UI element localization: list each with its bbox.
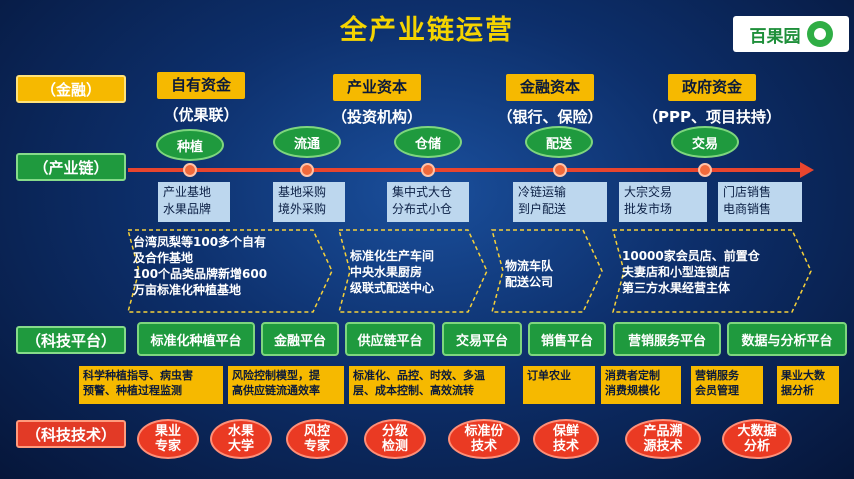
flow-text: 10000家会员店、前置仓 夫妻店和小型连锁店 第三方水果经营主体 xyxy=(622,249,760,295)
stage-oval: 交易 xyxy=(671,126,739,158)
platform-desc: 果业大数 据分析 xyxy=(777,366,839,404)
flow-chevron: 台湾凤梨等100多个自有 及合作基地 100个品类品牌新增600 万亩标准化种植… xyxy=(127,229,333,313)
chevron-outline-icon xyxy=(491,229,603,313)
brand-logo: 百果园 xyxy=(733,16,849,52)
chain-box: 大宗交易 批发市场 xyxy=(619,182,707,222)
stage-oval: 配送 xyxy=(525,126,593,158)
platform-desc: 订单农业 xyxy=(523,366,595,404)
flow-chevron: 10000家会员店、前置仓 夫妻店和小型连锁店 第三方水果经营主体 xyxy=(612,229,812,313)
chain-box: 集中式大仓 分布式小仓 xyxy=(387,182,469,222)
capital-label: 政府资金 xyxy=(668,74,756,101)
chain-axis-arrow-icon xyxy=(800,162,814,178)
platform-button[interactable]: 标准化种植平台 xyxy=(137,322,255,356)
tech-oval: 保鲜 技术 xyxy=(533,419,599,459)
logo-mark-icon xyxy=(806,21,833,47)
chevron-outline-icon xyxy=(338,229,488,313)
flow-text: 台湾凤梨等100多个自有 及合作基地 100个品类品牌新增600 万亩标准化种植… xyxy=(133,235,268,297)
flow-chevron: 物流车队 配送公司 xyxy=(491,229,603,313)
chain-node-dot xyxy=(421,163,435,177)
platform-button[interactable]: 交易平台 xyxy=(442,322,522,356)
stage-oval: 仓储 xyxy=(394,126,462,158)
row-label-tech: （科技技术） xyxy=(16,420,126,448)
chain-box: 产业基地 水果品牌 xyxy=(158,182,230,222)
stage-oval: 种植 xyxy=(156,129,224,161)
capital-label: 金融资本 xyxy=(506,74,594,101)
capital-sub: （投资机构） xyxy=(331,108,422,126)
tech-oval: 水果 大学 xyxy=(210,419,272,459)
chain-axis-line xyxy=(128,168,808,172)
tech-oval: 风控 专家 xyxy=(286,419,348,459)
chain-node-dot xyxy=(553,163,567,177)
capital-sub: （优果联） xyxy=(163,106,239,124)
platform-button[interactable]: 数据与分析平台 xyxy=(727,322,847,356)
chain-box: 基地采购 境外采购 xyxy=(273,182,345,222)
chain-node-dot xyxy=(300,163,314,177)
tech-oval: 标准份 技术 xyxy=(448,419,520,459)
capital-label: 自有资金 xyxy=(157,72,245,99)
platform-desc: 消费者定制 消费规模化 xyxy=(601,366,681,404)
chevron-outline-icon xyxy=(612,229,812,313)
platform-desc: 标准化、品控、时效、多温 层、成本控制、高效流转 xyxy=(349,366,505,404)
capital-label: 产业资本 xyxy=(333,74,421,101)
chevron-outline-icon xyxy=(127,229,333,313)
tech-oval: 产品溯 源技术 xyxy=(625,419,701,459)
row-label-finance: （金融） xyxy=(16,75,126,103)
flow-chevron: 标准化生产车间 中央水果厨房 级联式配送中心 xyxy=(338,229,488,313)
logo-text: 百果园 xyxy=(749,26,801,47)
row-label-tech-platform: （科技平台） xyxy=(16,326,126,354)
chain-node-dot xyxy=(183,163,197,177)
platform-button[interactable]: 供应链平台 xyxy=(345,322,435,356)
flow-text: 物流车队 配送公司 xyxy=(505,259,554,289)
platform-desc: 营销服务 会员管理 xyxy=(691,366,763,404)
platform-desc: 风险控制模型，提 高供应链流通效率 xyxy=(228,366,344,404)
chain-node-dot xyxy=(698,163,712,177)
platform-desc: 科学种植指导、病虫害 预警、种植过程监测 xyxy=(79,366,223,404)
tech-oval: 分级 检测 xyxy=(364,419,426,459)
capital-sub: （PPP、项目扶持） xyxy=(643,108,781,126)
chain-box: 门店销售 电商销售 xyxy=(718,182,802,222)
flow-text: 标准化生产车间 中央水果厨房 级联式配送中心 xyxy=(350,249,435,295)
tech-oval: 大数据 分析 xyxy=(722,419,792,459)
chain-box: 冷链运输 到户配送 xyxy=(513,182,607,222)
platform-button[interactable]: 金融平台 xyxy=(261,322,339,356)
platform-button[interactable]: 营销服务平台 xyxy=(613,322,721,356)
capital-sub: （银行、保险） xyxy=(497,108,603,126)
stage-oval: 流通 xyxy=(273,126,341,158)
page-title: 全产业链运营 xyxy=(340,15,514,46)
row-label-chain: （产业链） xyxy=(16,153,126,181)
platform-button[interactable]: 销售平台 xyxy=(528,322,606,356)
tech-oval: 果业 专家 xyxy=(137,419,199,459)
